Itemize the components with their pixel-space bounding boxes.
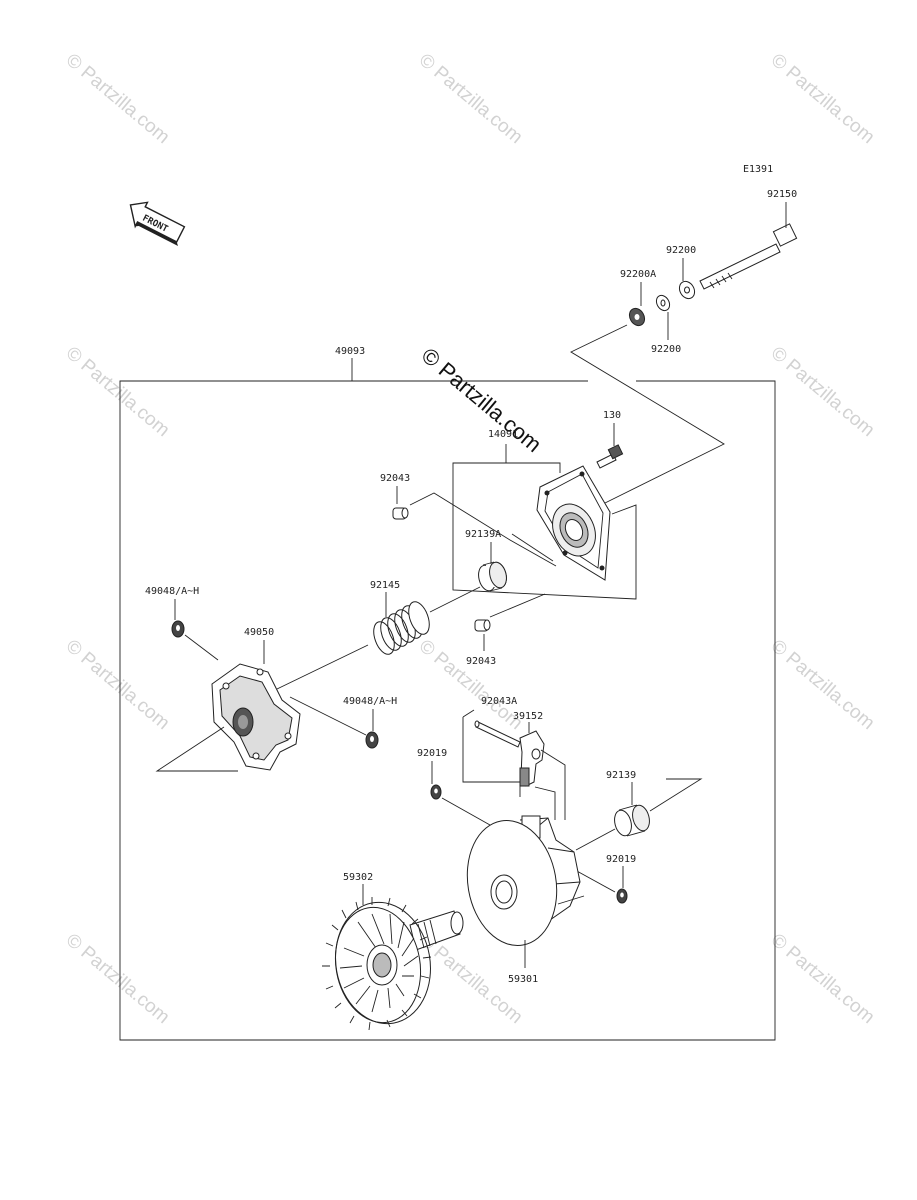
pin-92043-top [392,507,409,520]
watermark: © Partzilla.com [767,930,879,1028]
nut-92019-left [430,784,442,800]
watermark: © Partzilla.com [767,636,879,734]
label-92019-right: 92019 [606,854,636,865]
front-arrow-icon: FRONT [129,201,186,246]
diagram-code: E1391 [743,164,773,175]
label-92139A: 92139A [465,529,501,540]
screw-130 [596,444,624,469]
watermark-center: © Partzilla.com [417,343,547,457]
label-92019-left: 92019 [417,748,447,759]
weight-39152 [519,730,545,787]
spider-49050 [211,663,301,771]
label-59302: 59302 [343,872,373,883]
watermark: © Partzilla.com [415,50,527,148]
label-92200A: 92200A [620,269,656,280]
sheave-59302 [322,897,464,1031]
label-92043A: 92043A [481,696,517,707]
label-92200-top: 92200 [666,245,696,256]
watermark: © Partzilla.com [767,50,879,148]
sheave-59301 [466,815,585,947]
label-92145: 92145 [370,580,400,591]
spring-92145 [373,601,430,655]
label-14091: 14091 [488,429,518,440]
label-92043-top: 92043 [380,473,410,484]
pin-92043-mid [474,619,491,632]
label-49050: 49050 [244,627,274,638]
label-39152: 39152 [513,711,543,722]
label-92150: 92150 [767,189,797,200]
label-49093: 49093 [335,346,365,357]
watermark: © Partzilla.com [767,343,879,441]
watermark: © Partzilla.com [415,636,527,734]
label-49048-left: 49048/A~H [145,586,199,597]
label-130: 130 [603,410,621,421]
bolt-92150 [699,223,798,290]
label-92043-mid: 92043 [466,656,496,667]
watermark: © Partzilla.com [62,343,174,441]
label-92200-bottom: 92200 [651,344,681,355]
housing-14091 [536,465,611,581]
part-labels: 92150 92200 92200A 92200 49093 130 14091… [145,189,797,985]
watermark: © Partzilla.com [62,50,174,148]
nut-92019-right [616,888,628,904]
nut-49048-left [171,620,185,638]
bushing-92139A [478,561,507,592]
label-92139: 92139 [606,770,636,781]
watermark: © Partzilla.com [62,930,174,1028]
pin-92043A [474,720,521,748]
label-59301: 59301 [508,974,538,985]
assembly-box [119,358,776,1041]
watermark: © Partzilla.com [62,636,174,734]
nut-49048-right [365,731,379,749]
label-49048-right: 49048/A~H [343,696,397,707]
bushing-92139 [614,804,650,837]
